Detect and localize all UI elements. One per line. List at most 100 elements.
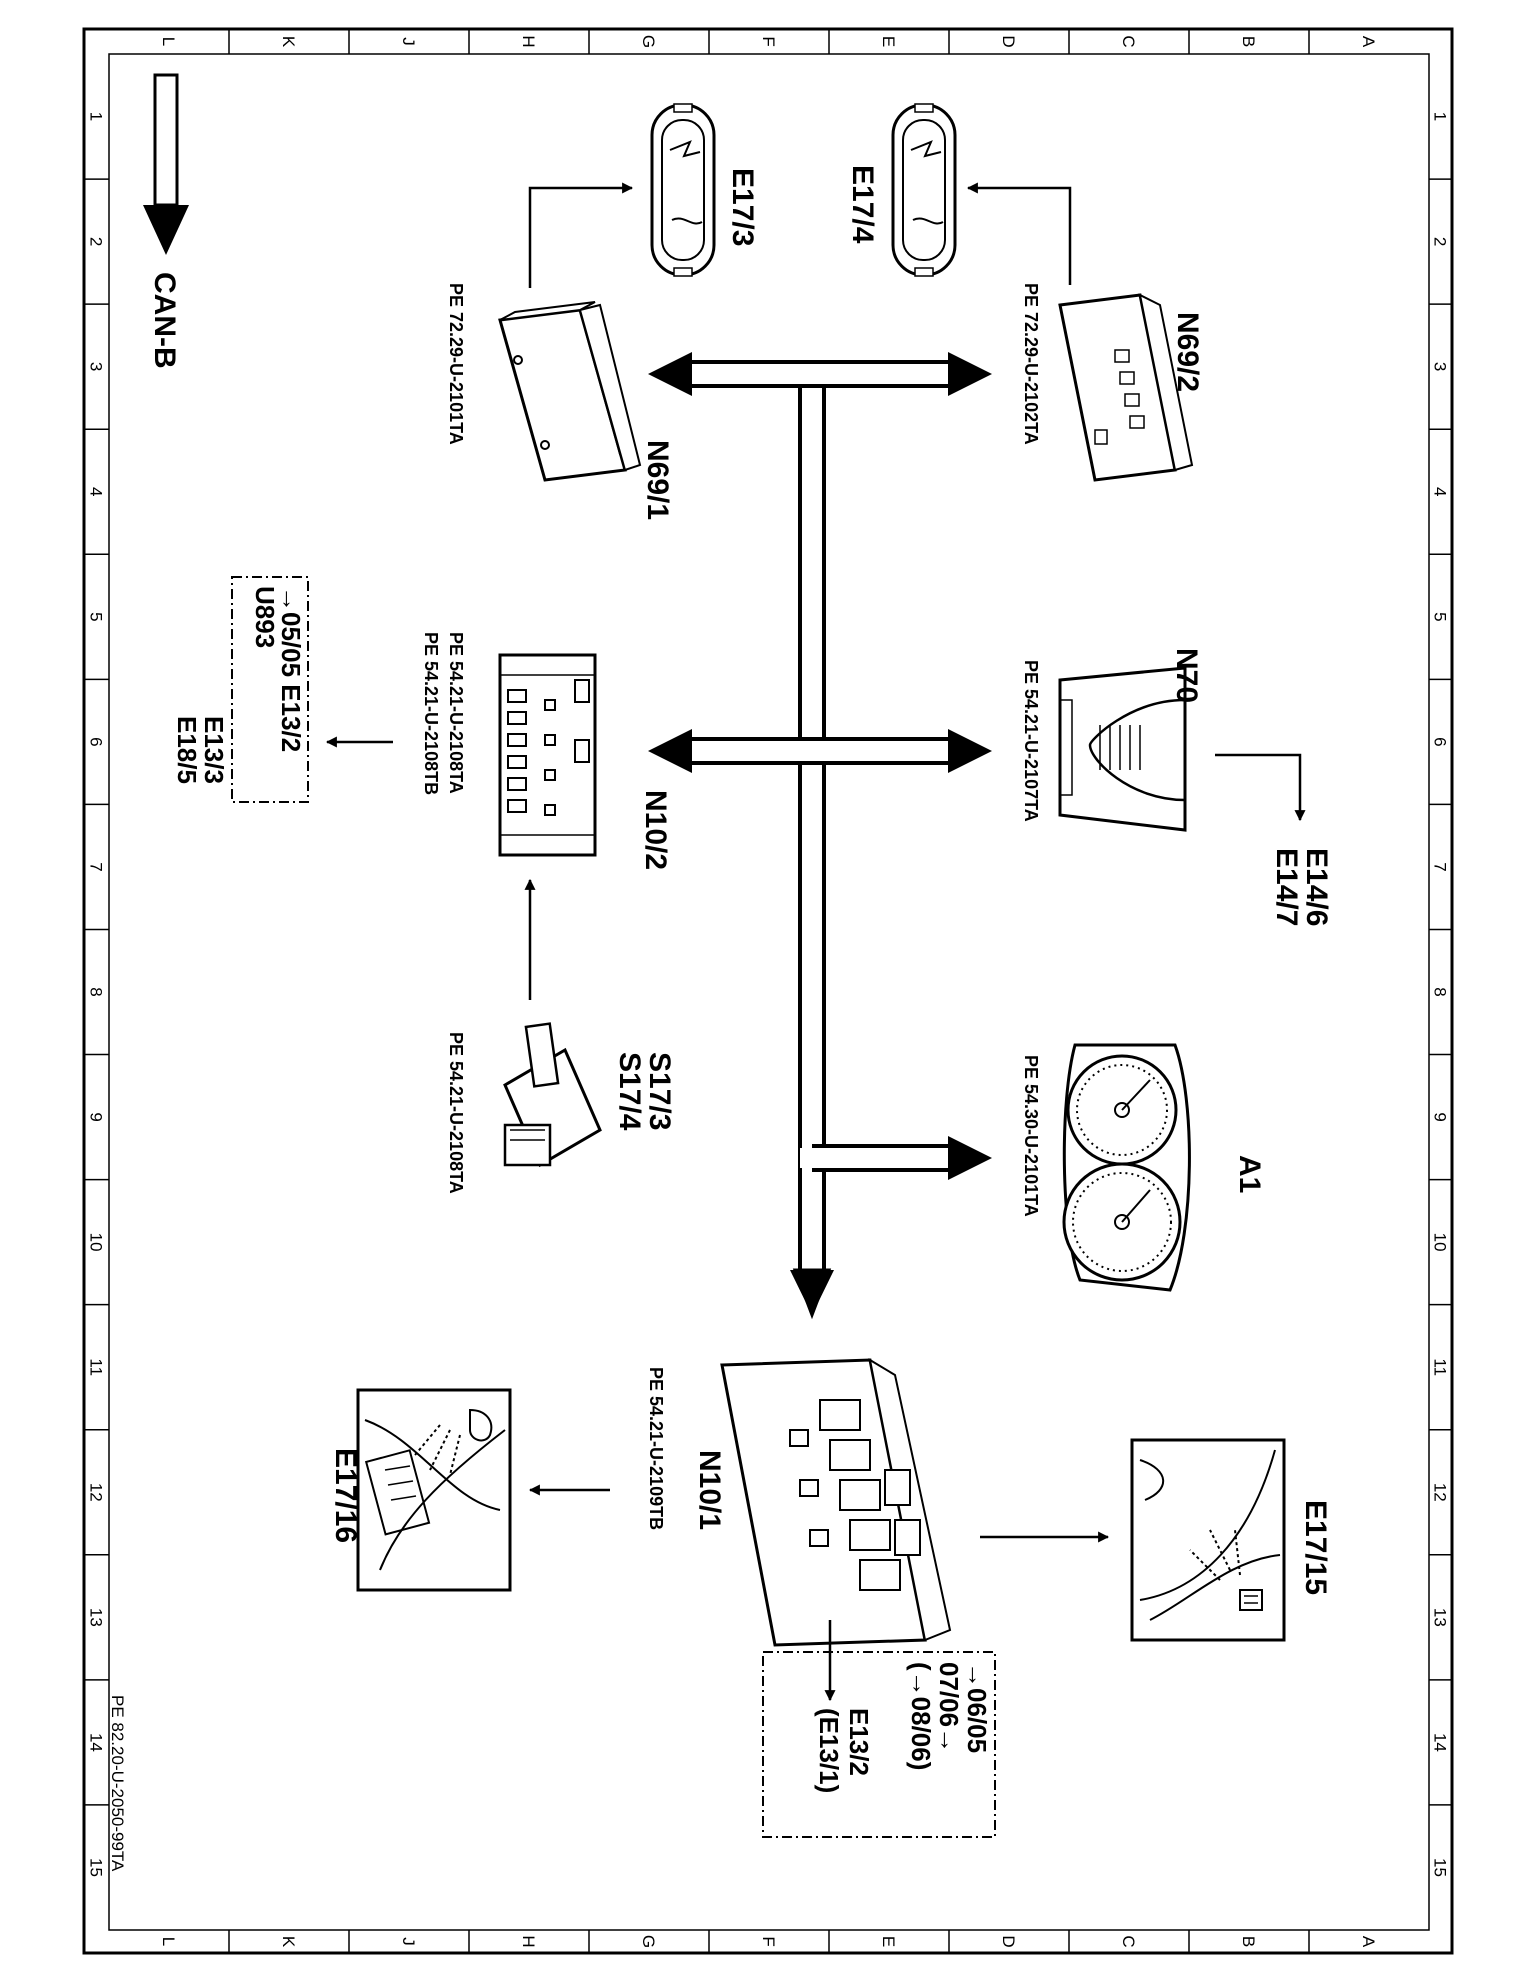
grid-row-label: 7 bbox=[87, 862, 106, 871]
grid-col-label: D bbox=[999, 35, 1018, 47]
grid-col-label: B bbox=[1239, 36, 1258, 47]
grid-ticks bbox=[84, 29, 1452, 1953]
grid-col-label: J bbox=[399, 1937, 418, 1946]
grid-row-label: 1 bbox=[1431, 112, 1450, 121]
right-note-line-2: 07/06→ bbox=[934, 1662, 964, 1753]
grid-row-label: 15 bbox=[1431, 1858, 1450, 1877]
grid-col-label: E bbox=[879, 36, 898, 47]
e17-4-label: E17/4 bbox=[846, 165, 879, 244]
grid-row-label: 14 bbox=[1431, 1733, 1450, 1752]
can-bus bbox=[648, 352, 992, 1320]
bus-branch-row3 bbox=[648, 352, 992, 396]
document-id: PE 82.20-U-2050-99TA bbox=[108, 1695, 127, 1872]
left-note-line-2: U893 bbox=[250, 586, 280, 648]
n10-1-ref: PE 54.21-U-2109TB bbox=[646, 1367, 666, 1530]
s17-door-contact-switch: S17/3 S17/4 PE 54.21-U-2108TA bbox=[446, 1022, 676, 1194]
grid-row-label: 14 bbox=[87, 1733, 106, 1752]
right-variant-note: →06/05 07/06→ (→08/06) E13/2 (E13/1) bbox=[762, 1651, 996, 1838]
grid-col-label: A bbox=[1359, 1936, 1378, 1948]
outer-frame bbox=[82, 27, 1454, 1955]
grid-row-label: 12 bbox=[87, 1483, 106, 1502]
grid-col-label: E bbox=[879, 1936, 898, 1947]
grid-row-label: 1 bbox=[87, 112, 106, 121]
n10-2-ref-1: PE 54.21-U-2108TA bbox=[446, 632, 466, 794]
e17-15-footwell-lamp: E17/15 bbox=[1130, 1438, 1332, 1642]
grid-col-label: L bbox=[159, 37, 178, 46]
e17-3-lamp: E17/3 bbox=[650, 103, 759, 277]
n70-label: N70 bbox=[1170, 648, 1203, 703]
n10-2-ref-2: PE 54.21-U-2108TB bbox=[421, 632, 441, 795]
left-note-line-4: E18/5 bbox=[172, 716, 202, 784]
grid-col-label: F bbox=[759, 1936, 778, 1946]
grid-col-label: G bbox=[639, 1935, 658, 1948]
grid-col-label: D bbox=[999, 1935, 1018, 1947]
grid-row-label: 9 bbox=[87, 1112, 106, 1121]
grid-col-label: F bbox=[759, 36, 778, 46]
grid-row-label: 13 bbox=[87, 1608, 106, 1627]
grid-col-label: J bbox=[399, 37, 418, 46]
s17-4-label: S17/4 bbox=[613, 1052, 646, 1131]
grid-col-label: C bbox=[1119, 35, 1138, 47]
a1-ref: PE 54.30-U-2101TA bbox=[1021, 1055, 1041, 1217]
n69-2-module: N69/2 PE 72.29-U-2102TA bbox=[1021, 283, 1204, 482]
n69-1-ref: PE 72.29-U-2101TA bbox=[446, 283, 466, 445]
grid-row-label: 10 bbox=[1431, 1233, 1450, 1252]
grid-row-label: 13 bbox=[1431, 1608, 1450, 1627]
n70-overhead-unit: N70 PE 54.21-U-2107TA bbox=[1021, 648, 1203, 832]
left-note-line-1: →05/05 E13/2 bbox=[276, 586, 306, 752]
grid-row-label: 5 bbox=[87, 612, 106, 621]
n70-to-e14-arrow bbox=[1215, 753, 1306, 822]
grid-row-label: 2 bbox=[1431, 237, 1450, 246]
grid-col-label: L bbox=[159, 1937, 178, 1946]
bus-branch-row10 bbox=[800, 1136, 992, 1180]
grid-row-label: 15 bbox=[87, 1858, 106, 1877]
grid-row-label: 8 bbox=[87, 987, 106, 996]
right-note-line-1: →06/05 bbox=[962, 1662, 992, 1753]
right-note-line-4: E13/2 bbox=[844, 1708, 874, 1776]
grid-row-label: 4 bbox=[1431, 487, 1450, 496]
grid-row-label: 12 bbox=[1431, 1483, 1450, 1502]
can-b-label: CAN-B bbox=[148, 272, 181, 369]
n69-2-ref: PE 72.29-U-2102TA bbox=[1021, 283, 1041, 445]
bus-branch-row6 bbox=[648, 729, 992, 773]
e17-4-lamp: E17/4 bbox=[846, 103, 957, 277]
grid-row-label: 10 bbox=[87, 1233, 106, 1252]
inner-frame bbox=[108, 53, 1430, 1931]
n69-2-to-e17-4-arrow bbox=[966, 182, 1072, 285]
grid-col-label: B bbox=[1239, 1936, 1258, 1947]
grid-row-label: 6 bbox=[1431, 737, 1450, 746]
e17-16-footwell-lamp: E17/16 bbox=[329, 1388, 512, 1592]
e14-6-label: E14/6 bbox=[1300, 848, 1333, 926]
grid-row-label: 3 bbox=[87, 362, 106, 371]
n69-1-to-e17-3-arrow bbox=[528, 182, 634, 288]
grid-row-label: 4 bbox=[87, 487, 106, 496]
n10-1-label: N10/1 bbox=[693, 1450, 726, 1530]
grid-row-label: 11 bbox=[1431, 1358, 1450, 1376]
grid-row-label: 3 bbox=[1431, 362, 1450, 371]
can-b-legend: CAN-B bbox=[143, 73, 189, 369]
grid-col-label: G bbox=[639, 35, 658, 48]
n69-1-label: N69/1 bbox=[641, 440, 674, 520]
n10-2-label: N10/2 bbox=[639, 790, 672, 870]
grid-row-label: 11 bbox=[87, 1358, 106, 1376]
left-variant-note: →05/05 E13/2 U893 E13/3 E18/5 bbox=[172, 576, 309, 803]
left-note-line-3: E13/3 bbox=[199, 716, 229, 784]
n10-1-sam-module: N10/1 PE 54.21-U-2109TB bbox=[646, 1357, 952, 1647]
s17-3-label: S17/3 bbox=[643, 1052, 676, 1130]
n10-2-fuse-box: N10/2 PE 54.21-U-2108TA PE 54.21-U-2108T… bbox=[421, 632, 672, 870]
grid-col-label: C bbox=[1119, 1935, 1138, 1947]
grid-col-label: H bbox=[519, 1935, 538, 1947]
e17-3-label: E17/3 bbox=[726, 168, 759, 246]
s17-ref: PE 54.21-U-2108TA bbox=[446, 1032, 466, 1194]
grid-row-label: 8 bbox=[1431, 987, 1450, 996]
grid-col-label: A bbox=[1359, 36, 1378, 48]
a1-label: A1 bbox=[1233, 1155, 1266, 1193]
grid-row-label: 7 bbox=[1431, 862, 1450, 871]
grid-row-label: 9 bbox=[1431, 1112, 1450, 1121]
grid-row-label: 2 bbox=[87, 237, 106, 246]
n70-ref: PE 54.21-U-2107TA bbox=[1021, 660, 1041, 822]
e17-16-label: E17/16 bbox=[329, 1448, 362, 1543]
n69-1-module: N69/1 PE 72.29-U-2101TA bbox=[446, 283, 674, 520]
a1-instrument-cluster: A1 PE 54.30-U-2101TA bbox=[1021, 1043, 1266, 1292]
